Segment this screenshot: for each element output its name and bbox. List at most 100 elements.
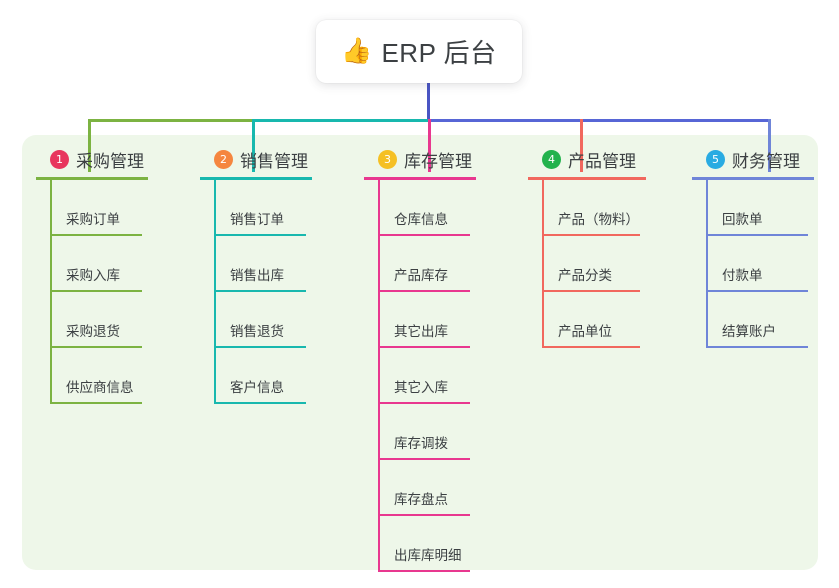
list-item-label: 采购入库 xyxy=(66,268,120,283)
bus-segment-2 xyxy=(252,119,431,122)
column-underline xyxy=(692,177,814,180)
column-1: 1 采购管理采购订单采购入库采购退货供应商信息 xyxy=(36,147,148,404)
column-items: 回款单付款单结算账户 xyxy=(692,180,814,348)
list-item[interactable]: 供应商信息 xyxy=(36,348,148,404)
diagram-panel xyxy=(22,135,818,570)
list-item-label: 回款单 xyxy=(722,212,763,227)
list-item-label: 销售出库 xyxy=(230,268,284,283)
list-item[interactable]: 产品库存 xyxy=(364,236,476,292)
list-item-underline xyxy=(378,290,470,292)
list-item-underline xyxy=(378,458,470,460)
column-number-badge: 4 xyxy=(542,149,561,169)
column-underline xyxy=(36,177,148,180)
list-item-underline xyxy=(378,234,470,236)
list-item-label: 产品单位 xyxy=(558,324,612,339)
list-item-underline xyxy=(50,346,142,348)
column-items: 产品（物料）产品分类产品单位 xyxy=(528,180,646,348)
column-header-5[interactable]: 5 财务管理 xyxy=(692,147,814,171)
column-title: 财务管理 xyxy=(732,151,800,171)
column-number-badge: 5 xyxy=(706,149,725,169)
list-item-label: 产品库存 xyxy=(394,268,448,283)
column-spine xyxy=(378,180,380,572)
list-item-underline xyxy=(706,234,808,236)
list-item-underline xyxy=(542,234,640,236)
bus-segment-1 xyxy=(88,119,255,122)
column-title: 采购管理 xyxy=(76,151,144,171)
list-item[interactable]: 销售订单 xyxy=(200,180,312,236)
list-item-underline xyxy=(214,290,306,292)
list-item[interactable]: 出库库明细 xyxy=(364,516,476,572)
list-item-label: 采购退货 xyxy=(66,324,120,339)
column-underline xyxy=(200,177,312,180)
bus-segment-3 xyxy=(428,119,771,122)
list-item-underline xyxy=(378,346,470,348)
list-item-label: 库存调拨 xyxy=(394,436,448,451)
list-item-underline xyxy=(50,290,142,292)
list-item[interactable]: 产品分类 xyxy=(528,236,646,292)
list-item-underline xyxy=(214,234,306,236)
list-item-underline xyxy=(50,234,142,236)
list-item[interactable]: 产品（物料） xyxy=(528,180,646,236)
column-number-badge: 1 xyxy=(50,149,69,169)
list-item-underline xyxy=(378,514,470,516)
list-item[interactable]: 销售退货 xyxy=(200,292,312,348)
list-item-underline xyxy=(706,346,808,348)
list-item-label: 付款单 xyxy=(722,268,763,283)
list-item-label: 采购订单 xyxy=(66,212,120,227)
list-item[interactable]: 库存盘点 xyxy=(364,460,476,516)
list-item-label: 客户信息 xyxy=(230,380,284,395)
column-title: 产品管理 xyxy=(568,151,636,171)
column-items: 采购订单采购入库采购退货供应商信息 xyxy=(36,180,148,404)
list-item[interactable]: 采购入库 xyxy=(36,236,148,292)
column-2: 2 销售管理销售订单销售出库销售退货客户信息 xyxy=(200,147,312,404)
list-item[interactable]: 库存调拨 xyxy=(364,404,476,460)
list-item-label: 结算账户 xyxy=(722,324,776,339)
column-underline xyxy=(364,177,476,180)
column-items: 仓库信息产品库存其它出库其它入库库存调拨库存盘点出库库明细 xyxy=(364,180,476,572)
list-item[interactable]: 其它出库 xyxy=(364,292,476,348)
list-item-underline xyxy=(50,402,142,404)
list-item-label: 其它出库 xyxy=(394,324,448,339)
list-item-underline xyxy=(542,290,640,292)
list-item-underline xyxy=(706,290,808,292)
column-4: 4 产品管理产品（物料）产品分类产品单位 xyxy=(528,147,646,348)
column-header-4[interactable]: 4 产品管理 xyxy=(528,147,646,171)
column-number-badge: 3 xyxy=(378,149,397,169)
column-spine xyxy=(50,180,52,404)
list-item-underline xyxy=(214,346,306,348)
list-item-underline xyxy=(378,402,470,404)
column-header-2[interactable]: 2 销售管理 xyxy=(200,147,312,171)
list-item[interactable]: 仓库信息 xyxy=(364,180,476,236)
list-item-label: 仓库信息 xyxy=(394,212,448,227)
list-item-underline xyxy=(542,346,640,348)
thumbs-up-icon: 👍 xyxy=(341,37,373,65)
list-item-label: 出库库明细 xyxy=(394,548,462,563)
column-spine xyxy=(214,180,216,404)
list-item-underline xyxy=(214,402,306,404)
column-spine xyxy=(706,180,708,348)
list-item-label: 销售订单 xyxy=(230,212,284,227)
column-header-1[interactable]: 1 采购管理 xyxy=(36,147,148,171)
column-underline xyxy=(528,177,646,180)
list-item[interactable]: 结算账户 xyxy=(692,292,814,348)
list-item[interactable]: 采购退货 xyxy=(36,292,148,348)
list-item-underline xyxy=(378,570,470,572)
column-spine xyxy=(542,180,544,348)
list-item[interactable]: 销售出库 xyxy=(200,236,312,292)
page-title: ERP 后台 xyxy=(381,38,497,68)
column-number-badge: 2 xyxy=(214,149,233,169)
column-header-3[interactable]: 3 库存管理 xyxy=(364,147,476,171)
list-item[interactable]: 采购订单 xyxy=(36,180,148,236)
list-item-label: 供应商信息 xyxy=(66,380,134,395)
root-stem-line xyxy=(427,83,430,121)
column-items: 销售订单销售出库销售退货客户信息 xyxy=(200,180,312,404)
root-node-card[interactable]: 👍 ERP 后台 xyxy=(316,20,522,83)
column-5: 5 财务管理回款单付款单结算账户 xyxy=(692,147,814,348)
column-title: 库存管理 xyxy=(404,151,472,171)
list-item[interactable]: 产品单位 xyxy=(528,292,646,348)
column-title: 销售管理 xyxy=(240,151,308,171)
list-item[interactable]: 客户信息 xyxy=(200,348,312,404)
list-item[interactable]: 付款单 xyxy=(692,236,814,292)
list-item[interactable]: 回款单 xyxy=(692,180,814,236)
list-item[interactable]: 其它入库 xyxy=(364,348,476,404)
